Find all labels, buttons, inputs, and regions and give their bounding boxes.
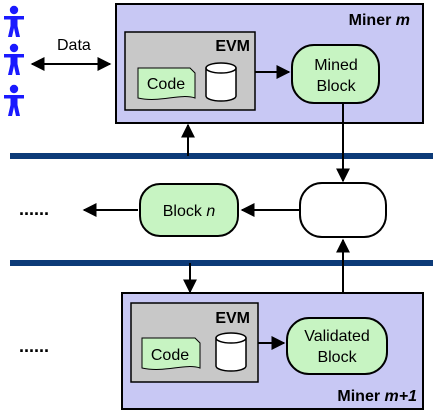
block-n-label: Block n (163, 203, 216, 220)
evm-top-label: EVM (215, 38, 250, 55)
person-icon (4, 84, 24, 116)
person-icon (4, 5, 24, 38)
validated-block (286, 317, 388, 375)
miner-top-label: Miner m (349, 12, 410, 29)
evm-bottom-label: EVM (215, 310, 250, 327)
code-bottom-label: Code (151, 347, 189, 364)
code-bottom-doc (141, 337, 201, 370)
validated-block-line1: Validated (304, 328, 370, 345)
mined-block (291, 44, 380, 104)
code-top-label: Code (147, 76, 185, 93)
database-bottom-icon (215, 332, 247, 372)
users-group (4, 5, 24, 116)
block-n (139, 183, 239, 237)
data-label: Data (57, 37, 91, 54)
mined-block-line2: Block (316, 78, 356, 95)
mined-block-line1: Mined (314, 57, 358, 74)
person-icon (4, 43, 24, 75)
database-top-icon (205, 62, 237, 102)
code-top-doc (137, 67, 196, 100)
validated-block-line2: Block (317, 349, 357, 366)
miner-bottom-left-ellipsis: ...... (19, 336, 49, 356)
chain-left-ellipsis: ...... (19, 199, 49, 219)
consensus-node (299, 182, 387, 238)
miner-bottom-label: Miner m+1 (337, 388, 417, 405)
